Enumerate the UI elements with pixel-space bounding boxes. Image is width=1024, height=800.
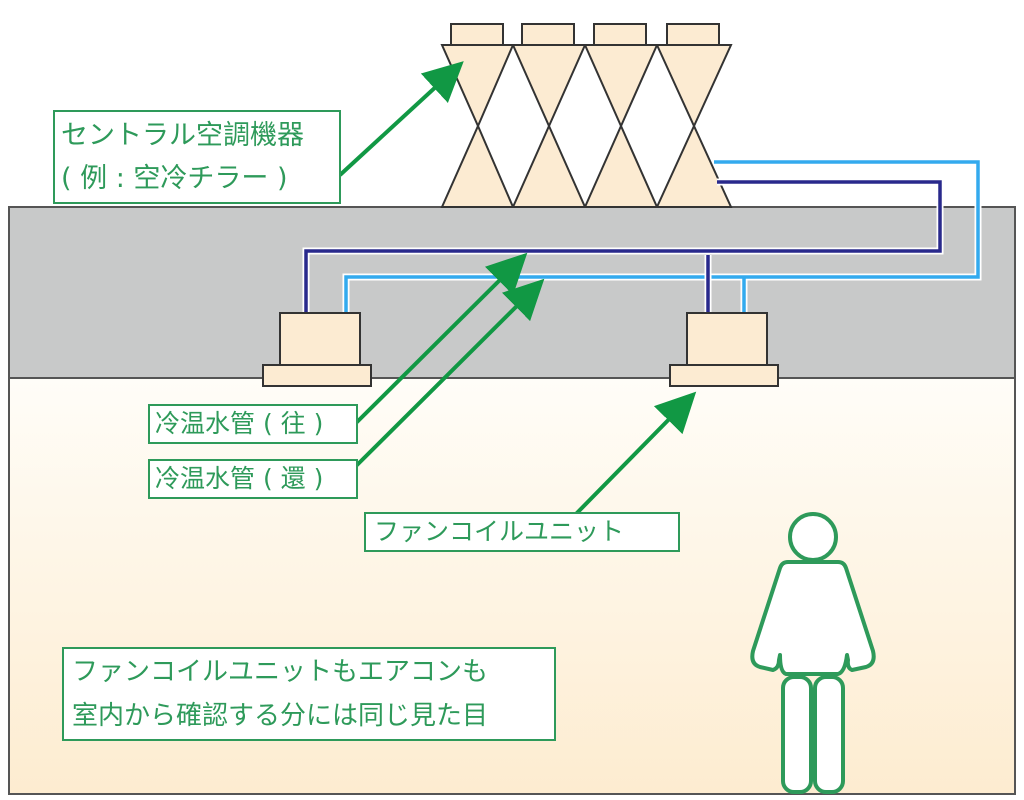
air-cooled-chiller-icon <box>440 23 733 208</box>
fan-coil-unit-label-text: ファンコイルユニット <box>374 517 625 546</box>
person-icon <box>750 512 876 794</box>
note-label: ファンコイルユニットもエアコンも 室内から確認する分には同じ見た目 <box>62 647 556 741</box>
return-pipe <box>342 158 982 314</box>
note-label-line1: ファンコイルユニットもエアコンも <box>72 657 489 687</box>
fan-coil-unit-icon <box>262 312 372 387</box>
arrow-to-fan-coil <box>572 391 697 518</box>
central-equipment-label-line2: ( 例 : 空冷チラー ) <box>61 163 288 194</box>
central-equipment-label-line1: セントラル空調機器 <box>61 120 304 151</box>
fan-coil-unit-icon <box>669 312 779 387</box>
fan-coil-unit-label: ファンコイルユニット <box>364 512 680 552</box>
supply-pipe-label: 冷温水管 ( 往 ) <box>148 404 358 444</box>
supply-pipe <box>302 178 944 314</box>
note-label-line2: 室内から確認する分には同じ見た目 <box>72 701 489 731</box>
return-pipe-label-text: 冷温水管 ( 還 ) <box>155 464 324 493</box>
central-equipment-label: セントラル空調機器 ( 例 : 空冷チラー ) <box>53 110 341 204</box>
arrow-to-return-pipe <box>354 278 545 468</box>
supply-pipe-label-text: 冷温水管 ( 往 ) <box>155 409 324 438</box>
ceiling-space <box>8 206 1016 379</box>
arrow-to-supply-pipe <box>354 252 528 425</box>
return-pipe-label: 冷温水管 ( 還 ) <box>148 459 358 499</box>
arrow-to-chiller <box>338 61 464 177</box>
